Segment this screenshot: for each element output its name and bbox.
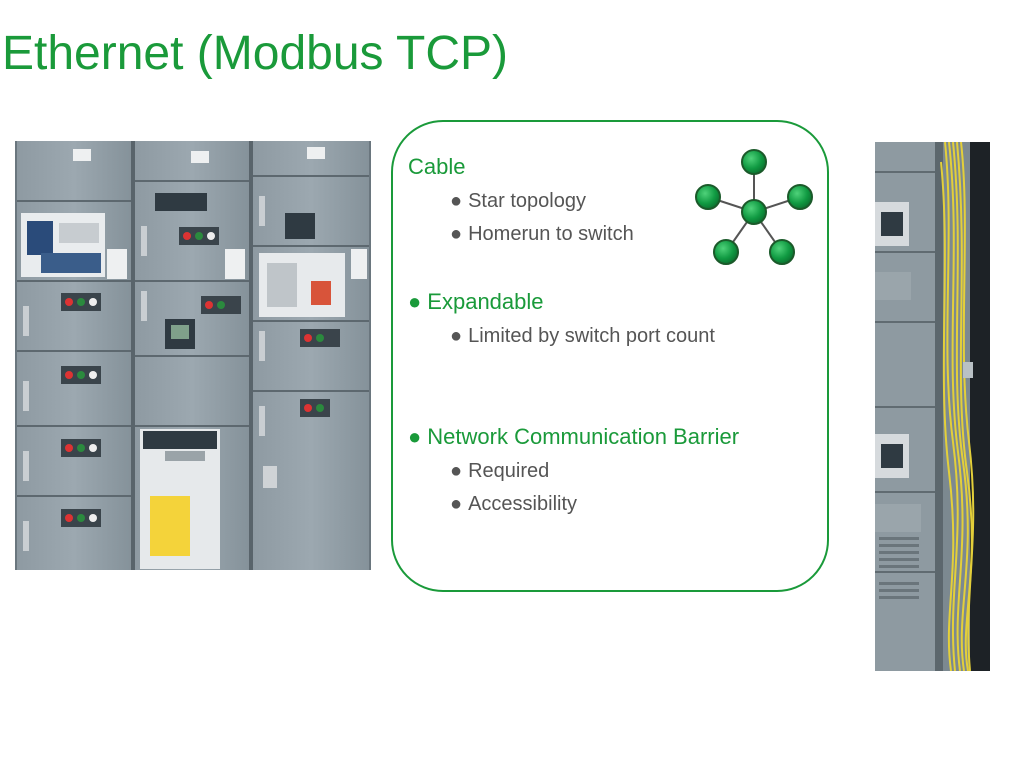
sub-bullet-accessibility: ●Accessibility — [450, 493, 577, 516]
bullet-cable-text: Cable — [408, 154, 466, 179]
bullet-dot: ● — [450, 223, 463, 245]
star-topology-icon — [688, 146, 820, 272]
cabinet-cables-photo — [875, 142, 990, 671]
bullet-network-barrier: ●Network Communication Barrier — [408, 424, 739, 450]
bullet-dot: ● — [408, 289, 422, 314]
bullet-expandable: ●Expandable — [408, 289, 544, 315]
bullet-dot: ● — [450, 190, 463, 212]
sub-bullet-switch-port: ●Limited by switch port count — [450, 325, 715, 348]
bullet-expandable-text: Expandable — [427, 289, 544, 314]
bullet-dot: ● — [450, 460, 463, 482]
bullet-dot: ● — [450, 325, 463, 347]
sub-bullet-text: Accessibility — [468, 493, 578, 515]
sub-bullet-text: Required — [468, 460, 550, 482]
sub-bullet-star-topology: ●Star topology — [450, 190, 586, 213]
sub-bullet-text: Homerun to switch — [468, 223, 634, 245]
bullet-dot: ● — [450, 493, 463, 515]
bullet-dot: ● — [408, 424, 422, 449]
sub-bullet-text: Limited by switch port count — [468, 325, 715, 347]
slide-title: Ethernet (Modbus TCP) — [2, 27, 508, 80]
sub-bullet-text: Star topology — [468, 190, 586, 212]
bullet-cable: Cable — [408, 154, 465, 180]
motor-control-center-photo — [15, 141, 371, 570]
content-panel — [391, 120, 829, 592]
sub-bullet-homerun: ●Homerun to switch — [450, 223, 634, 246]
sub-bullet-required: ●Required — [450, 460, 549, 483]
bullet-network-barrier-text: Network Communication Barrier — [427, 424, 740, 449]
